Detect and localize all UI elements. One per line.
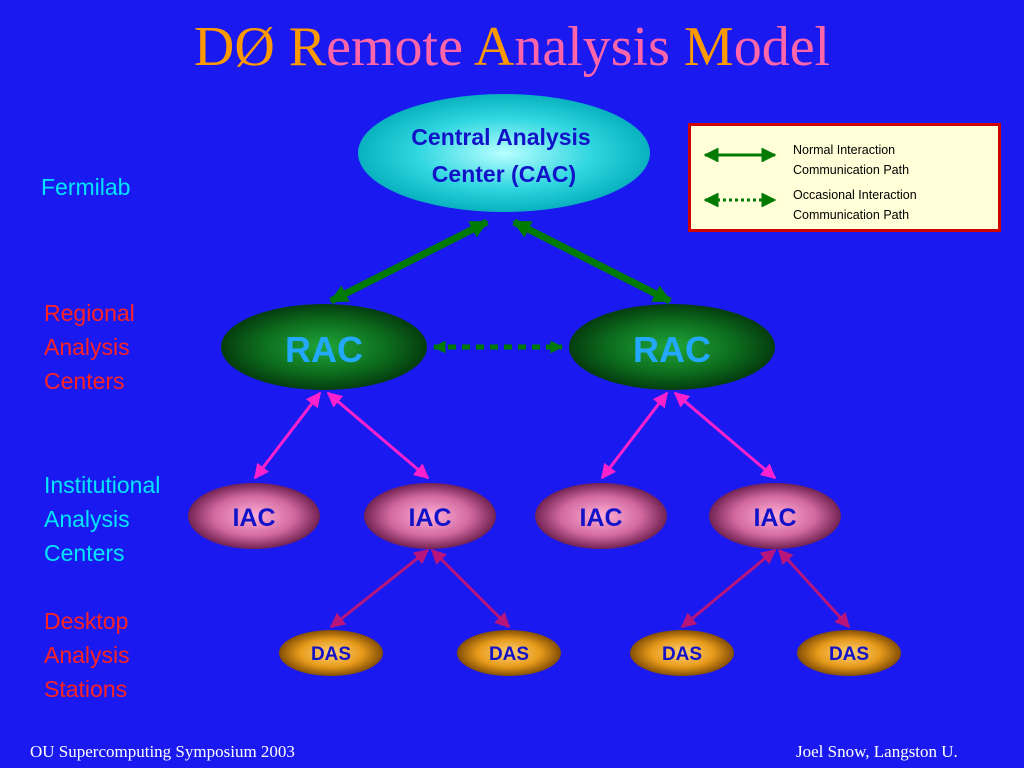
occasional-path-legend-text: Occasional Interaction Communication Pat… (793, 185, 993, 225)
desktop-label-line-3: Stations (44, 676, 128, 702)
institutional-label-line-2: Analysis (44, 506, 130, 532)
das-label-3: DAS (662, 644, 702, 665)
normal-path-legend-text: Normal Interaction Communication Path (793, 140, 993, 180)
iac2-das1-path (329, 548, 430, 629)
slide-title: DØ Remote Analysis Model (0, 12, 1024, 82)
title-r: R (288, 16, 327, 78)
iac-node-4: IAC (709, 483, 841, 549)
das-label-2: DAS (489, 644, 529, 665)
iac-label-2: IAC (408, 504, 451, 532)
title-d-slash: DØ (193, 16, 275, 78)
cac-node: Central Analysis Center (CAC) (358, 94, 650, 212)
iac4-das3-path (680, 548, 777, 629)
institutional-label-line-1: Institutional (44, 472, 161, 498)
das-node-1: DAS (279, 630, 383, 676)
iac-label-3: IAC (579, 504, 622, 532)
das-node-3: DAS (630, 630, 734, 676)
institutional-label: Institutional Analysis Centers (44, 468, 160, 570)
rac1-iac1-path (253, 391, 322, 480)
regional-label: Regional Analysis Centers (44, 296, 135, 398)
iac-label-1: IAC (232, 504, 275, 532)
regional-label-line-1: Regional (44, 300, 135, 326)
title-a: A (473, 16, 515, 78)
title-nalysis: nalysis (514, 16, 670, 78)
footer-left: OU Supercomputing Symposium 2003 (30, 742, 295, 761)
title-odel: odel (733, 16, 831, 78)
rac1-iac2-path (326, 391, 430, 480)
rac-node-2: RAC (569, 304, 775, 390)
desktop-label-line-2: Analysis (44, 642, 130, 668)
rac-node-1: RAC (221, 304, 427, 390)
das-node-2: DAS (457, 630, 561, 676)
desktop-label-line-1: Desktop (44, 608, 129, 634)
occasional-path-legend-line-2: Communication Path (793, 208, 910, 222)
occasional-path-legend-line-1: Occasional Interaction (793, 188, 917, 202)
das-label-1: DAS (311, 644, 351, 665)
normal-path-legend-icon (703, 148, 777, 162)
iac4-das4-path (777, 548, 851, 629)
title-emote: emote (326, 16, 463, 78)
iac2-das2-path (430, 548, 511, 629)
das-node-4: DAS (797, 630, 901, 676)
rac-label-1: RAC (285, 329, 363, 370)
iac-node-3: IAC (535, 483, 667, 549)
title-m: M (683, 16, 734, 78)
cac-label-line-1: Central Analysis (411, 124, 590, 150)
cac-label-line-2: Center (CAC) (432, 161, 576, 187)
legend-box: Normal Interaction Communication Path Oc… (688, 123, 1001, 232)
iac-label-4: IAC (753, 504, 796, 532)
rac2-iac3-path (600, 391, 669, 480)
das-label-4: DAS (829, 644, 869, 665)
cac-rac-left-path (329, 218, 489, 305)
regional-label-line-2: Analysis (44, 334, 130, 360)
desktop-label: Desktop Analysis Stations (44, 604, 130, 706)
occasional-path-legend-icon (703, 193, 777, 207)
cac-rac-right-path (512, 218, 672, 305)
rac-label-2: RAC (633, 329, 711, 370)
fermilab-label: Fermilab (41, 174, 131, 200)
institutional-label-line-3: Centers (44, 540, 125, 566)
rac2-iac4-path (673, 391, 777, 480)
normal-path-legend-line-2: Communication Path (793, 163, 910, 177)
normal-path-legend-line-1: Normal Interaction (793, 143, 896, 157)
iac-node-2: IAC (364, 483, 496, 549)
iac-node-1: IAC (188, 483, 320, 549)
regional-label-line-3: Centers (44, 368, 125, 394)
footer-right: Joel Snow, Langston U. (796, 742, 958, 761)
